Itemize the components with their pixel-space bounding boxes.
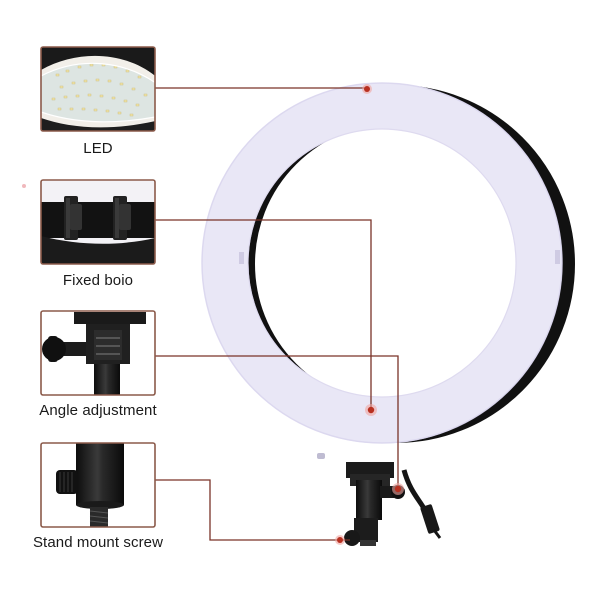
leader-line-angle [155, 355, 399, 488]
leader-line-mount [155, 479, 350, 541]
thumb-frame-angle [40, 310, 156, 396]
thumb-angle [40, 310, 156, 396]
thumb-frame-fixed [40, 179, 156, 265]
angle-knob-icon [42, 336, 86, 362]
clip-left-icon [64, 196, 82, 240]
mount-bracket [344, 462, 405, 546]
power-cable [401, 469, 429, 514]
leader-lines [155, 87, 399, 541]
marker-dots [335, 84, 404, 545]
power-plug [420, 504, 440, 534]
thumb-frame-led [40, 46, 156, 132]
caption-fixed-boio: Fixed boio [62, 272, 134, 289]
thumb-fixed [40, 179, 156, 265]
led-chips-icon [51, 63, 148, 117]
mount-screw-icon [56, 470, 78, 494]
ring-diffuser [201, 82, 563, 444]
caption-led: LED [83, 140, 113, 157]
thumb-led [40, 46, 156, 132]
ring-light [201, 82, 575, 459]
leader-line-fixed [155, 219, 372, 410]
caption-stand-mount-screw: Stand mount screw [32, 534, 164, 551]
thumb-frame-mount [40, 442, 156, 528]
thumb-mount [40, 442, 156, 528]
caption-angle-adjustment: Angle adjustment [39, 402, 157, 419]
clip-right-icon [113, 196, 131, 240]
